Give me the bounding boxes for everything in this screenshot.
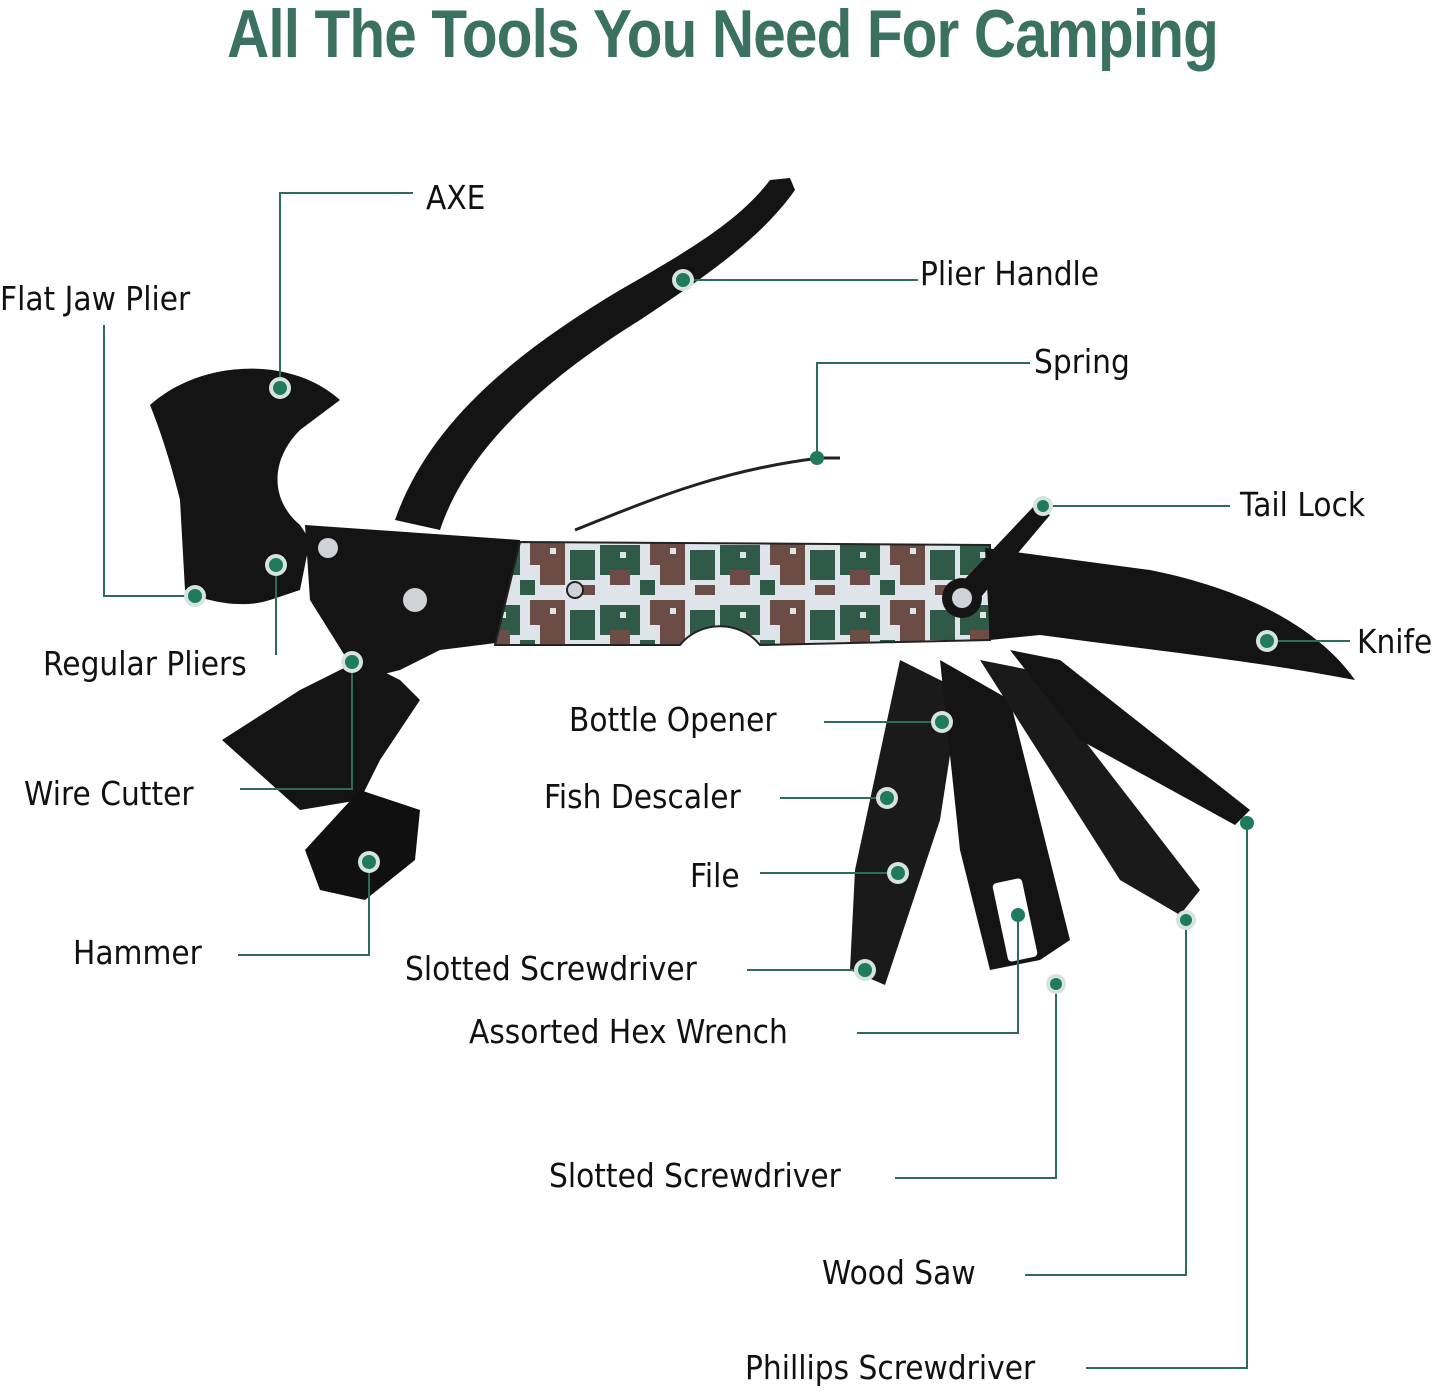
label-slotted-screwdriver-1: Slotted Screwdriver — [405, 949, 697, 988]
marker-plier-handle — [672, 269, 694, 291]
marker-tail-lock — [1033, 496, 1053, 516]
marker-fish-descaler — [876, 787, 898, 809]
camo-handle — [493, 540, 991, 647]
marker-file — [887, 862, 909, 884]
label-bottle-opener: Bottle Opener — [569, 700, 777, 739]
hammer-head-shape — [305, 790, 420, 900]
file-tool-shape — [850, 660, 960, 985]
marker-slotted-screwdriver-2 — [1046, 974, 1066, 994]
marker-assorted-hex-wrench — [1011, 908, 1025, 922]
label-file: File — [690, 856, 740, 895]
callout-markers — [184, 269, 1278, 994]
label-wood-saw: Wood Saw — [822, 1253, 976, 1292]
label-fish-descaler: Fish Descaler — [544, 777, 741, 816]
phillips-tool-shape — [1010, 650, 1250, 825]
label-knife: Knife — [1357, 622, 1433, 661]
label-tail-lock: Tail Lock — [1240, 485, 1366, 524]
marker-wire-cutter — [341, 651, 363, 673]
plier-handle-shape — [395, 178, 795, 530]
hex-wrench-tool-shape — [940, 660, 1070, 970]
marker-phillips-screwdriver — [1240, 816, 1254, 830]
label-plier-handle: Plier Handle — [920, 254, 1100, 293]
label-regular-pliers: Regular Pliers — [43, 644, 247, 683]
marker-spring — [810, 451, 824, 465]
wood-saw-tool-shape — [980, 660, 1200, 915]
marker-regular-pliers — [265, 554, 287, 576]
label-flat-jaw-plier: Flat Jaw Plier — [0, 279, 191, 318]
label-slotted-screwdriver-2: Slotted Screwdriver — [549, 1156, 841, 1195]
label-axe: AXE — [426, 178, 486, 217]
label-hammer: Hammer — [73, 933, 202, 972]
label-phillips-screwdriver: Phillips Screwdriver — [745, 1348, 1036, 1387]
page-title: All The Tools You Need For Camping — [227, 0, 1219, 72]
leader-lines — [103, 192, 1350, 1369]
marker-axe — [269, 377, 291, 399]
spring-wire — [574, 456, 840, 532]
marker-bottle-opener — [931, 711, 953, 733]
marker-wood-saw — [1176, 910, 1196, 930]
axe-head-shape — [150, 368, 340, 605]
marker-knife — [1256, 630, 1278, 652]
marker-flat-jaw-plier — [184, 585, 206, 607]
label-spring: Spring — [1034, 342, 1130, 381]
label-assorted-hex-wrench: Assorted Hex Wrench — [469, 1012, 788, 1051]
label-wire-cutter: Wire Cutter — [24, 774, 194, 813]
hammer-body-shape — [222, 660, 420, 810]
marker-hammer — [358, 851, 380, 873]
marker-slotted-screwdriver-1 — [854, 959, 876, 981]
